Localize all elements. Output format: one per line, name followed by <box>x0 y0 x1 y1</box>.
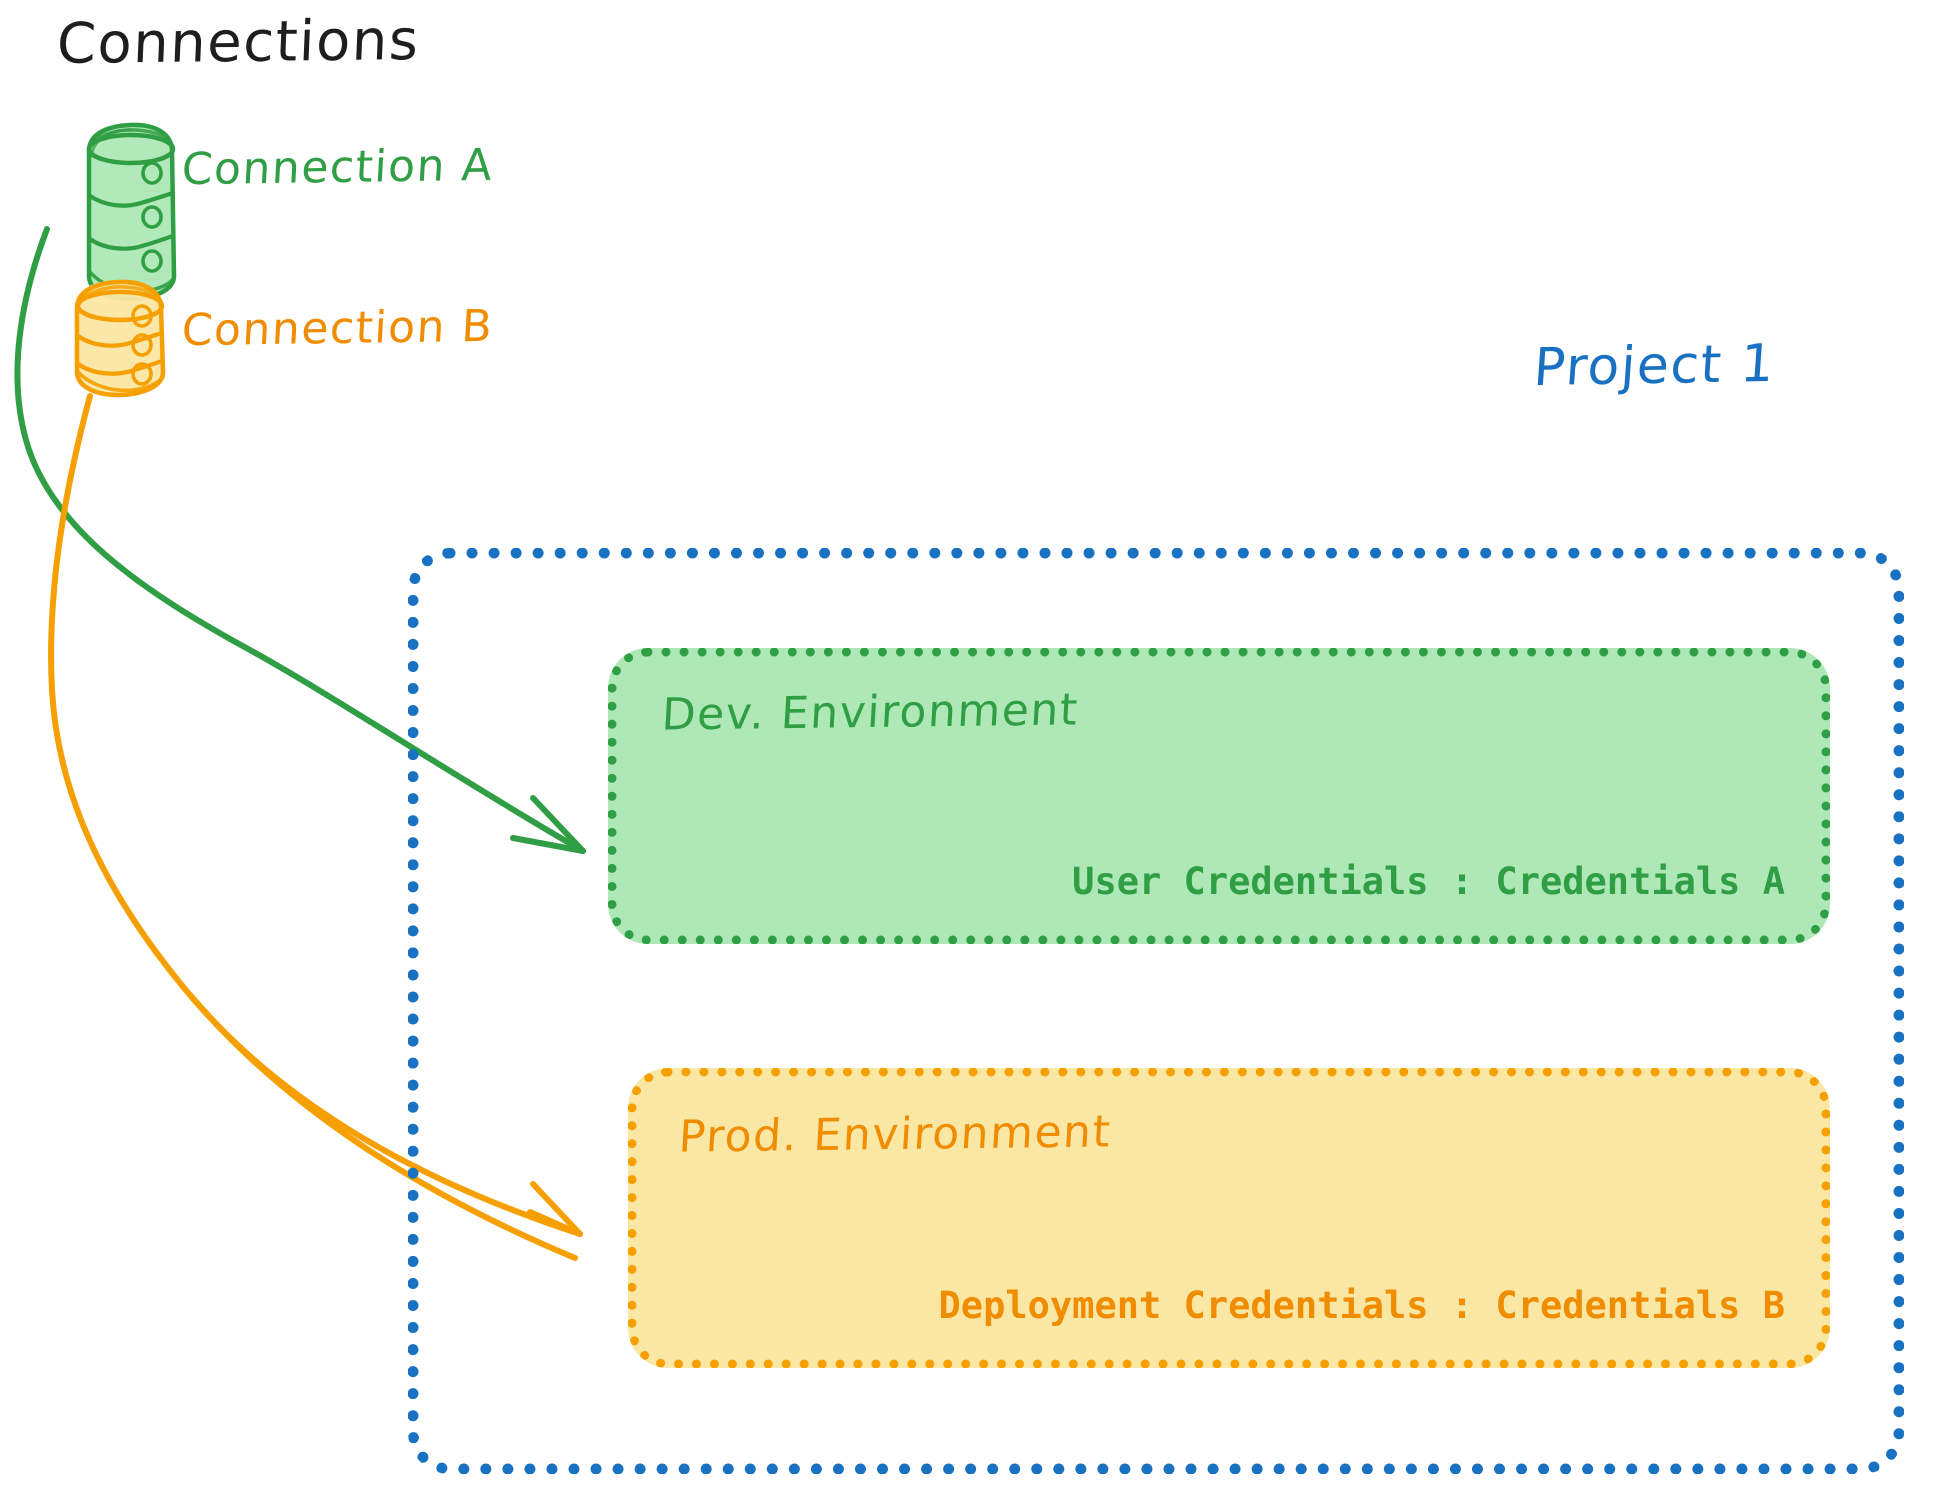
connection-b-label: Connection B <box>180 300 495 357</box>
connection-a-label: Connection A <box>180 139 495 196</box>
project-label: Project 1 <box>1531 333 1778 399</box>
dev-environment-title: Dev. Environment <box>660 684 1081 741</box>
prod-environment-credentials: Deployment Credentials : Credentials B <box>938 1284 1785 1327</box>
project-boundary-box <box>408 548 1904 1474</box>
dev-environment-box[interactable]: Dev. Environment User Credentials : Cred… <box>608 648 1830 944</box>
dev-environment-credentials: User Credentials : Credentials A <box>1072 860 1785 903</box>
arrow-connection-b-to-prod <box>48 393 583 1261</box>
connection-b-database-icon[interactable] <box>74 279 166 398</box>
page-title: Connections <box>55 8 421 77</box>
arrow-connection-a-to-dev <box>14 226 586 854</box>
prod-environment-title: Prod. Environment <box>677 1106 1113 1163</box>
prod-environment-box[interactable]: Prod. Environment Deployment Credentials… <box>628 1068 1830 1368</box>
connection-a-database-icon[interactable] <box>86 122 177 302</box>
